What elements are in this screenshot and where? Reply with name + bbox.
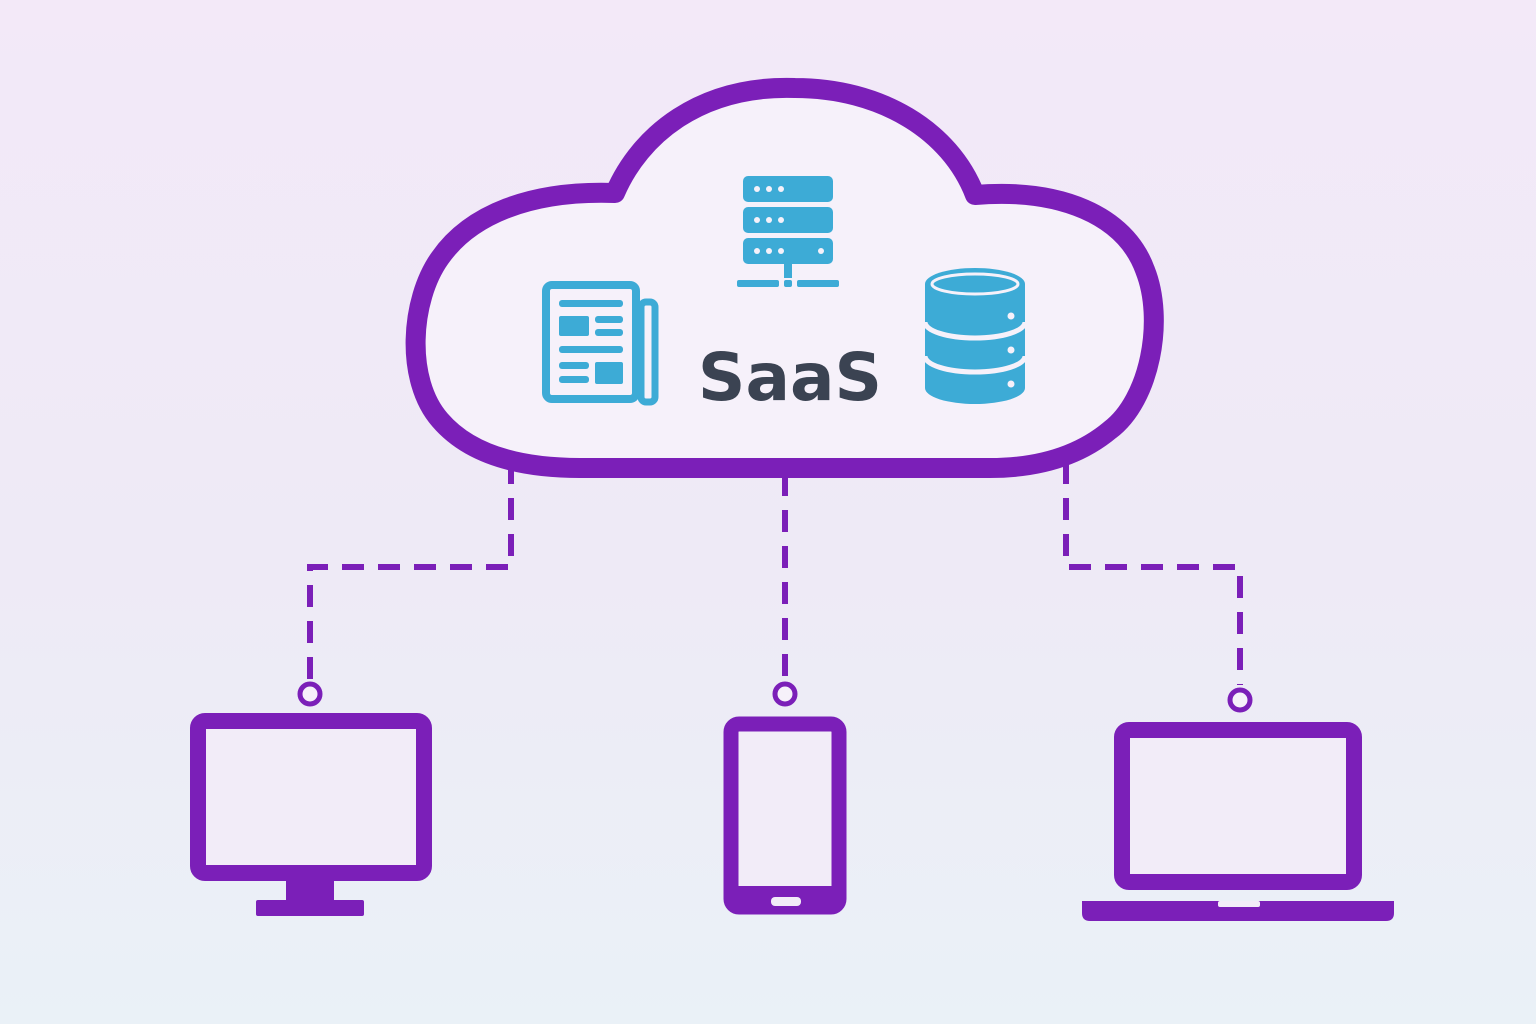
cloud-label: SaaS	[698, 339, 882, 416]
server-icon	[737, 176, 839, 287]
connectors	[307, 462, 1243, 685]
connector-node-tablet	[772, 681, 798, 707]
document-icon	[542, 281, 659, 406]
connector-node-laptop	[1227, 687, 1253, 713]
cloud: SaaS	[405, 77, 1164, 478]
database-icon	[922, 268, 1028, 404]
connector-node-desktop	[297, 681, 323, 707]
laptop-icon	[1082, 722, 1394, 921]
connector-nodes	[297, 681, 1253, 713]
tablet-icon	[723, 716, 847, 915]
connector-desktop	[307, 462, 514, 680]
desktop-monitor-icon	[190, 713, 432, 916]
connector-laptop	[1063, 462, 1243, 685]
